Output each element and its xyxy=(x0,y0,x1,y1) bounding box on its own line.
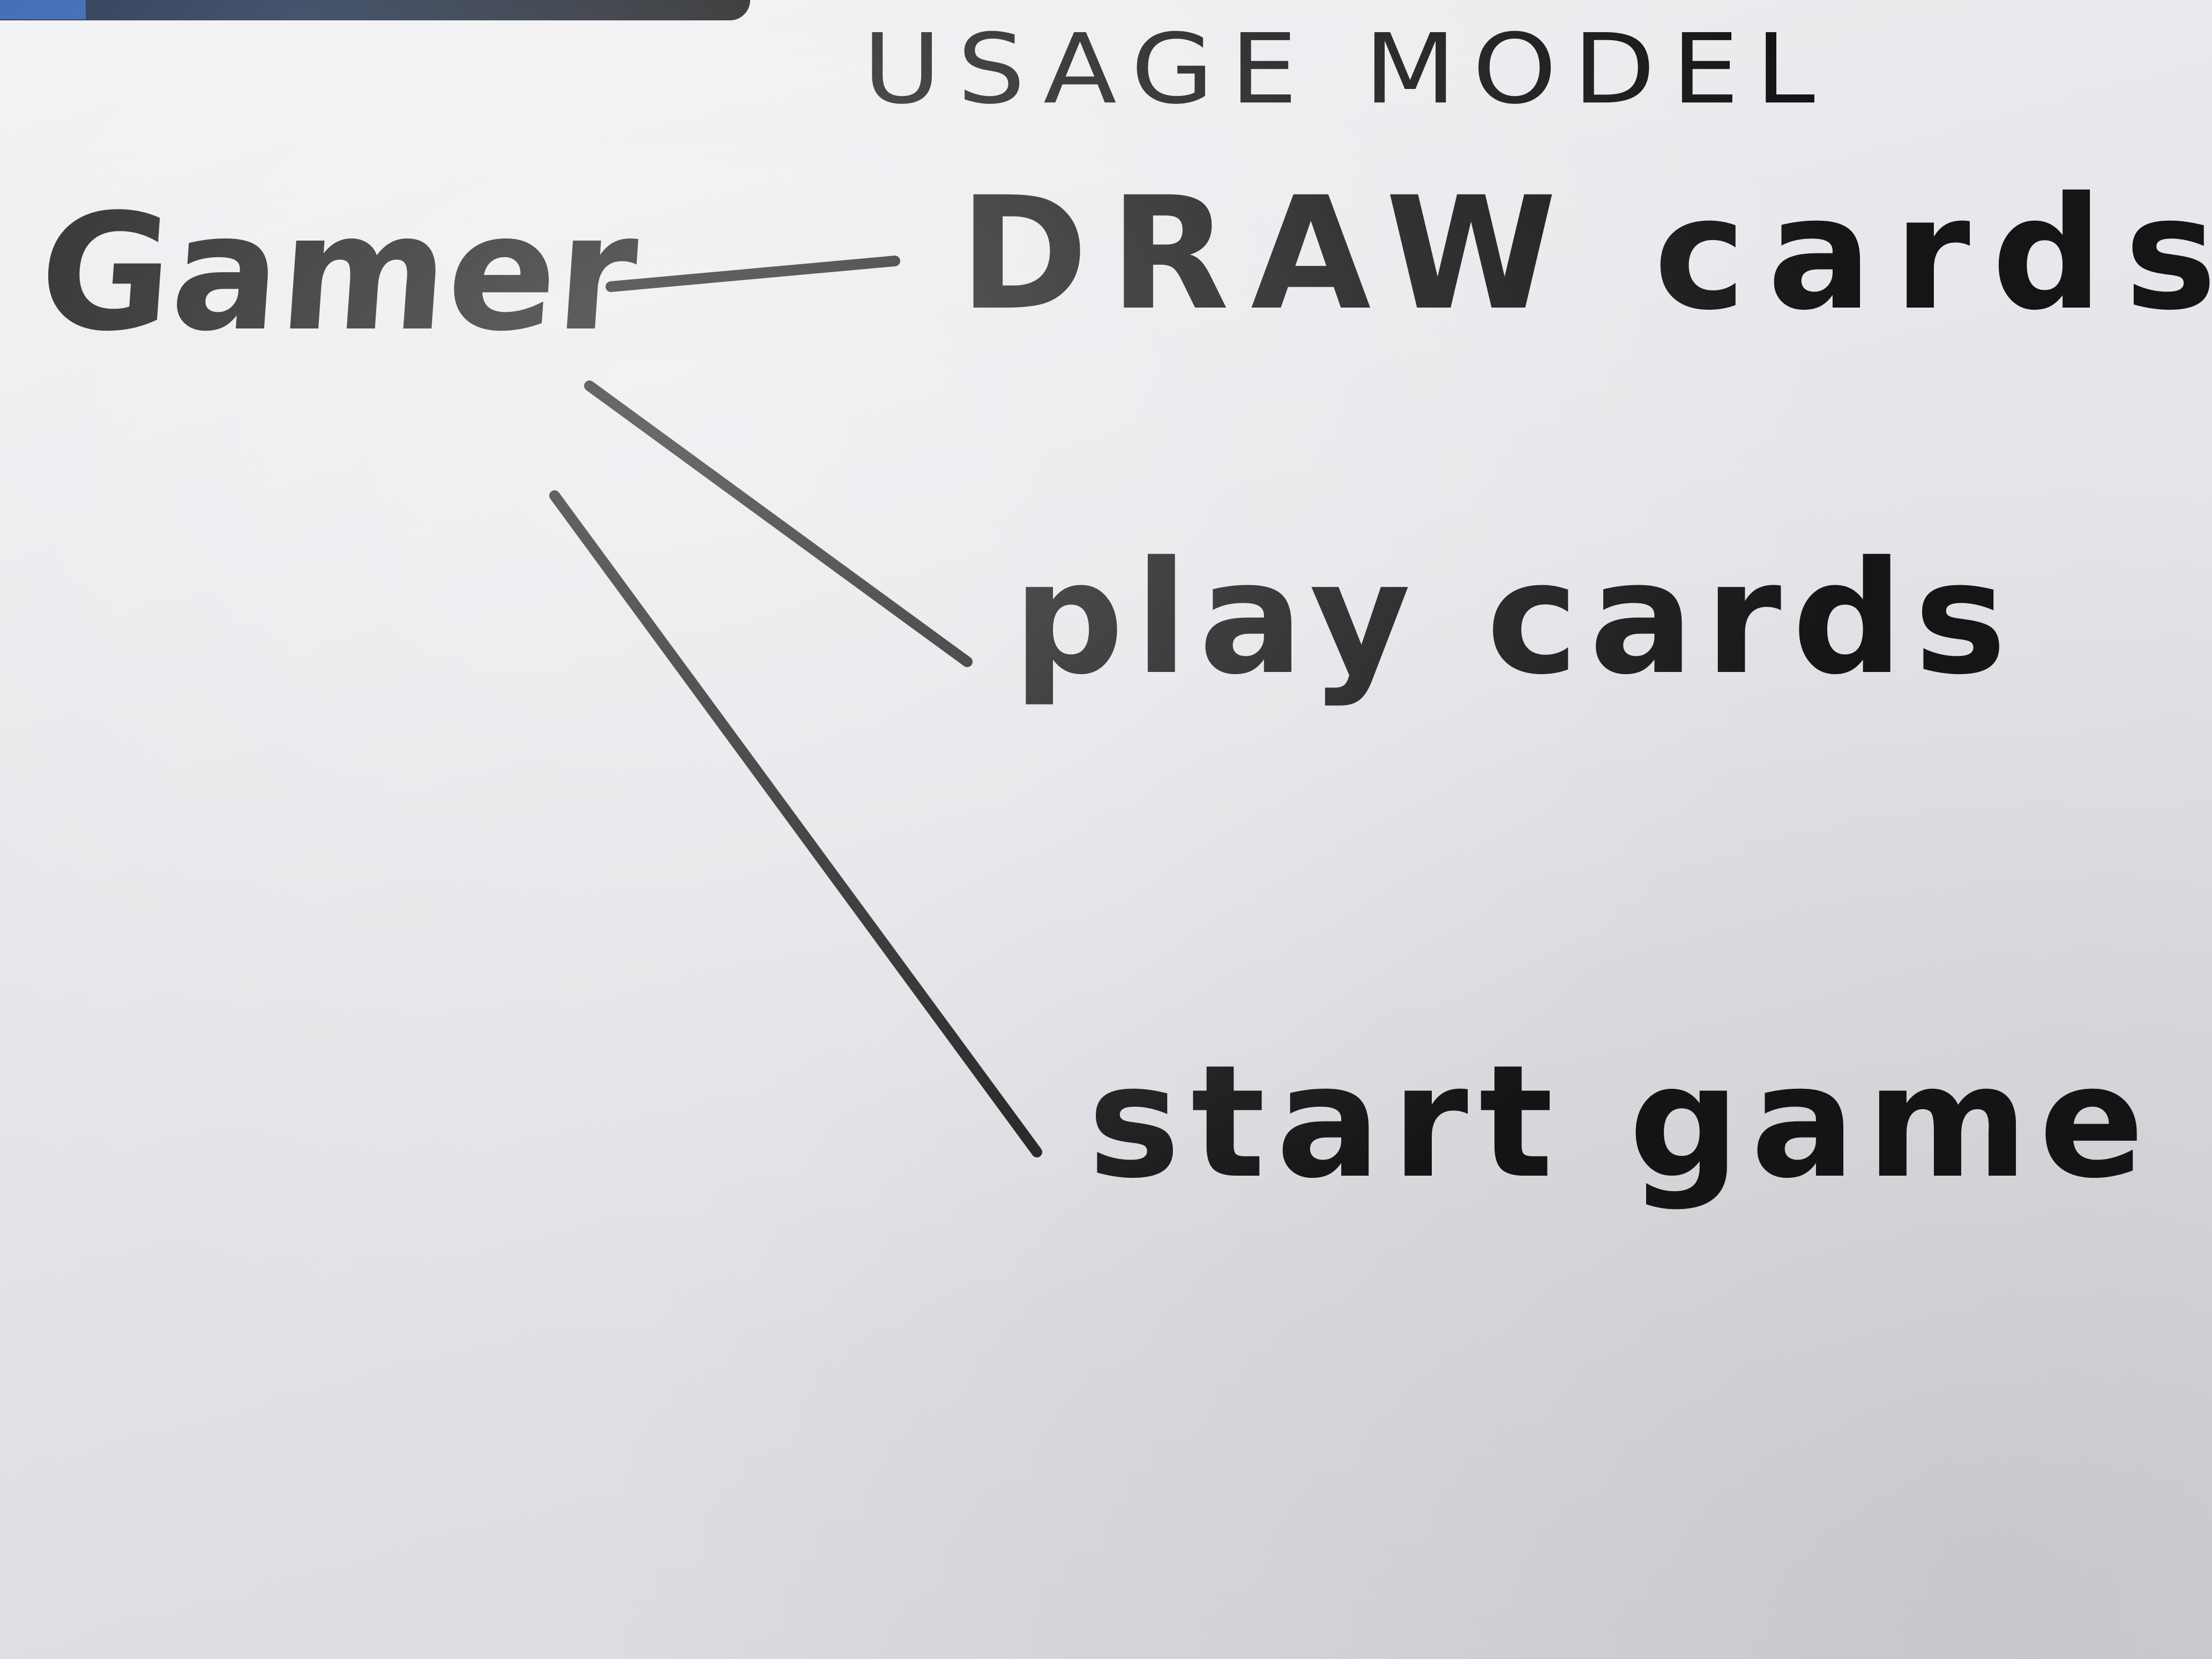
background-object xyxy=(0,0,86,19)
use-case-draw-cards: DRAW cards xyxy=(959,164,2212,345)
use-case-start-game: start game xyxy=(1088,1032,2155,1213)
association-line-start-game xyxy=(549,490,1042,1157)
background-edge xyxy=(0,0,750,20)
association-line-play-cards xyxy=(584,380,973,667)
diagram-title: USAGE MODEL xyxy=(863,13,1832,126)
use-case-play-cards: play cards xyxy=(1013,528,2017,709)
association-line-draw-cards xyxy=(606,256,900,292)
